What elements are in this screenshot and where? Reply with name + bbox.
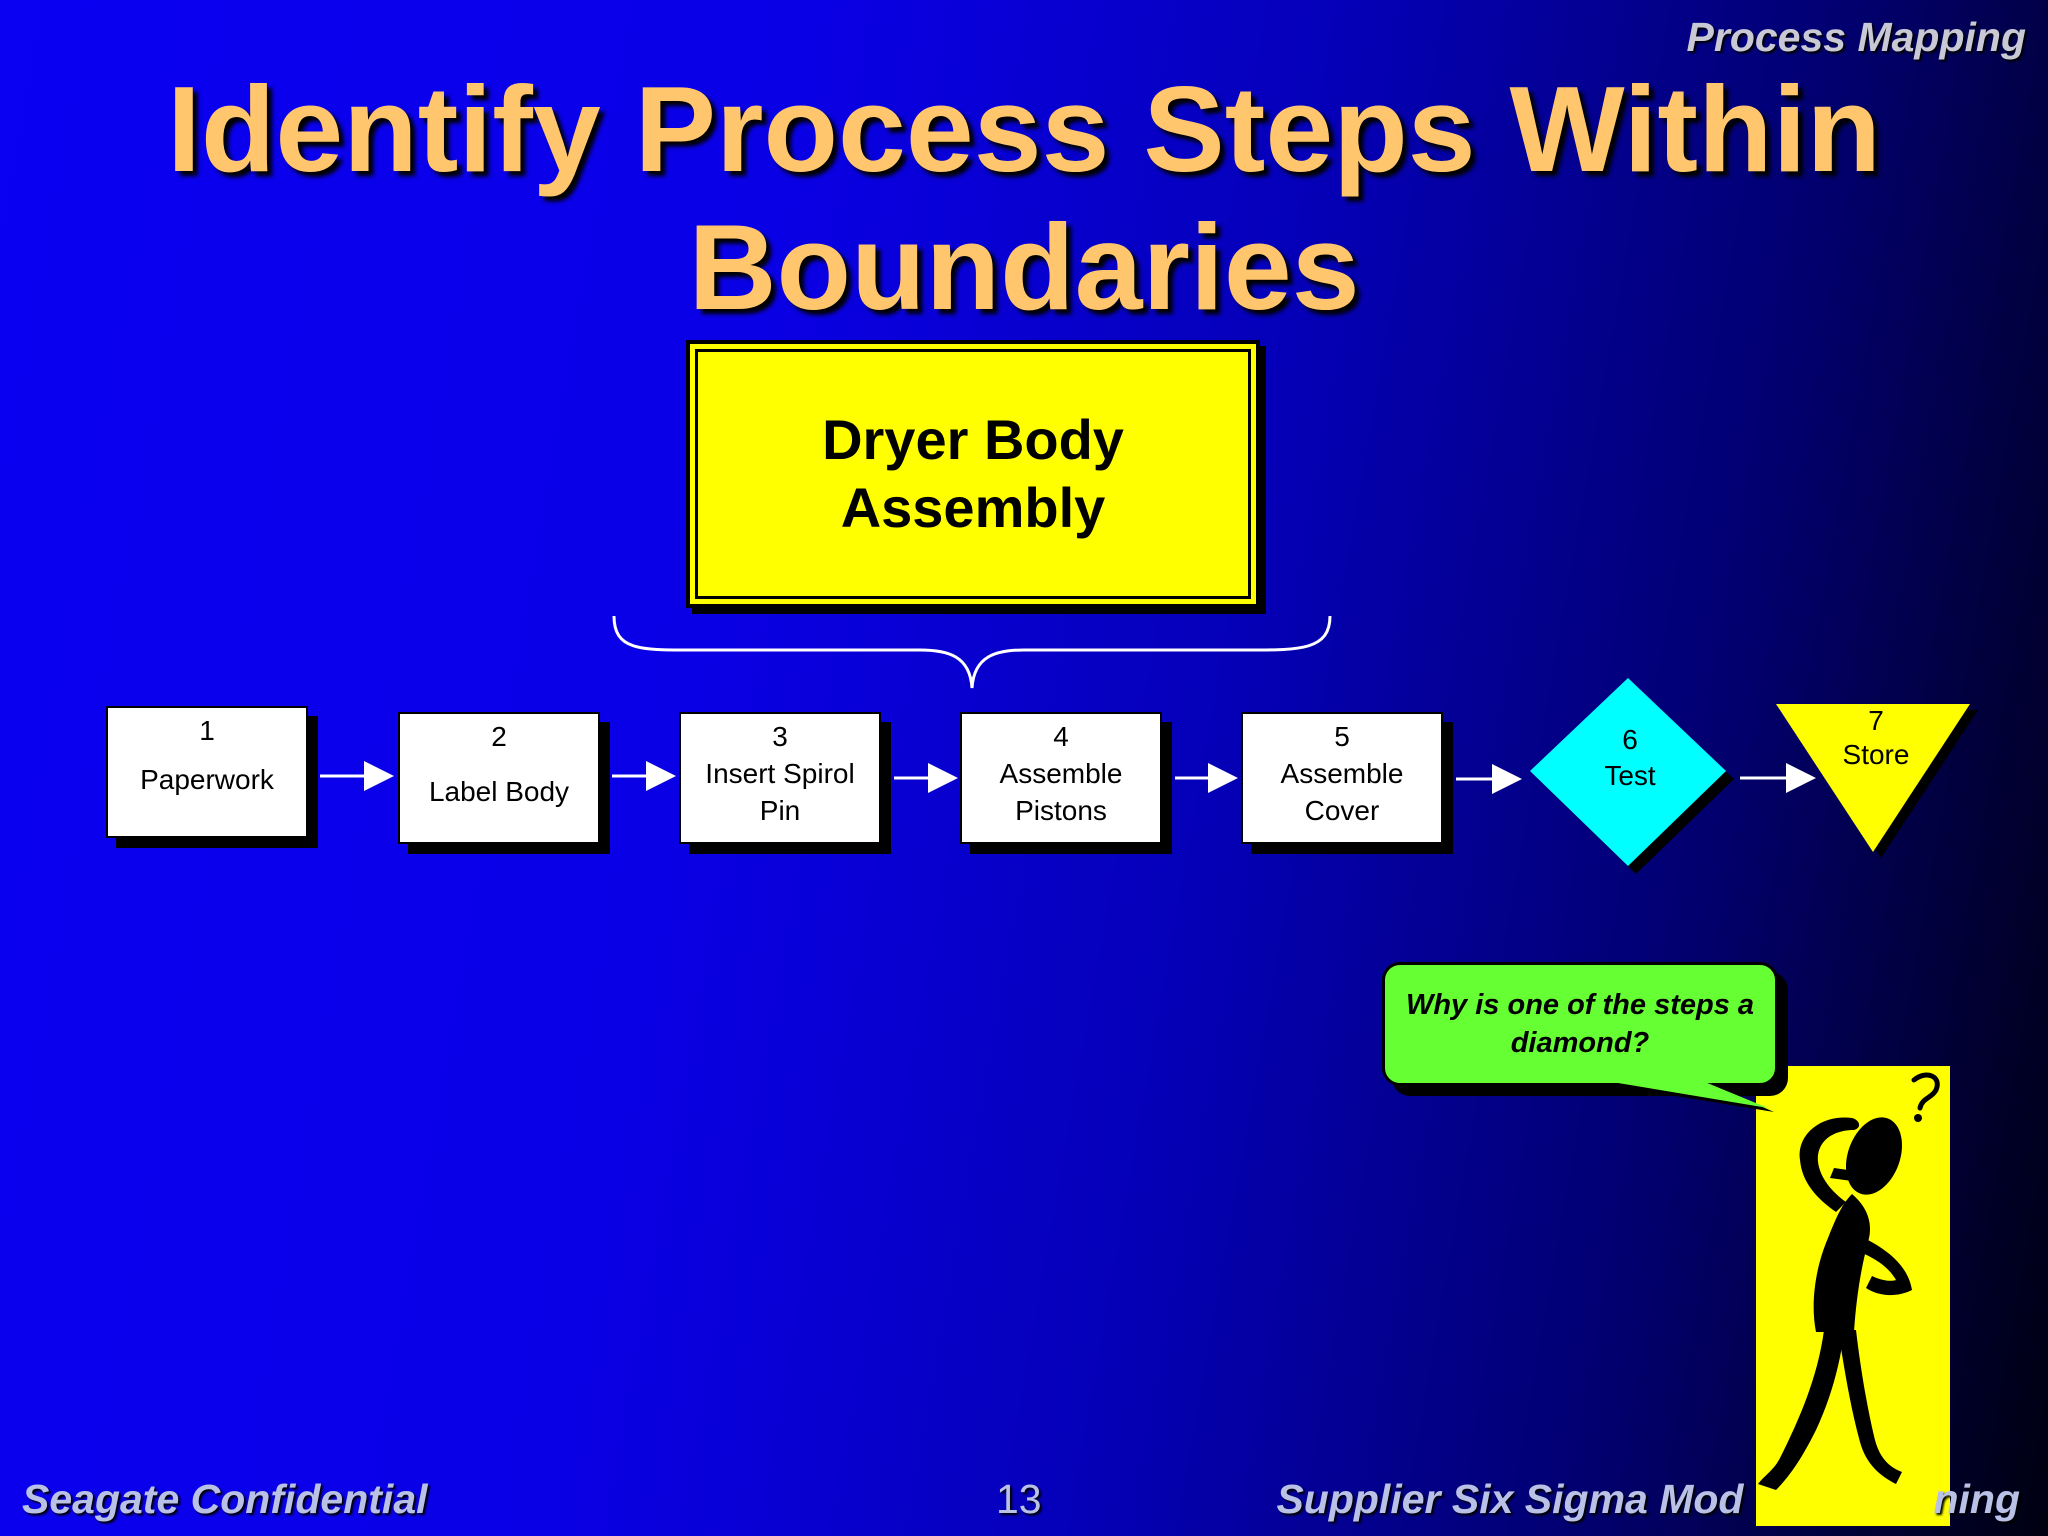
- process-step-2: 2 Label Body: [398, 712, 600, 844]
- step-label: Assemble Cover: [1280, 758, 1404, 826]
- footer-course-title-end: ning: [1933, 1476, 2020, 1522]
- process-step-3: 3 Insert Spirol Pin: [679, 712, 881, 844]
- decision-diamond-text: 6 Test: [1580, 722, 1680, 794]
- section-title: Process Mapping: [1686, 14, 2026, 60]
- step-label: Store: [1842, 739, 1910, 770]
- step-label: Insert Spirol Pin: [705, 758, 855, 826]
- footer-confidential: Seagate Confidential: [22, 1476, 428, 1522]
- boundary-brace: [612, 615, 1332, 689]
- step-number: 4: [1053, 721, 1069, 752]
- step-label: Label Body: [428, 776, 570, 807]
- boundary-label: Dryer Body Assembly: [822, 408, 1124, 539]
- step-number: 6: [1622, 724, 1638, 755]
- step-number: 7: [1868, 705, 1884, 736]
- step-number: 5: [1334, 721, 1350, 752]
- storage-triangle: [1776, 704, 1978, 858]
- process-step-4: 4 Assemble Pistons: [960, 712, 1162, 844]
- callout-pointer: [1600, 1080, 1774, 1112]
- page-number: 13: [996, 1476, 1042, 1522]
- step-number: 1: [199, 715, 215, 746]
- step-number: 2: [491, 721, 507, 752]
- step-number: 3: [772, 721, 788, 752]
- process-step-1: 1 Paperwork: [106, 706, 308, 838]
- step-label: Test: [1604, 760, 1656, 791]
- confused-person-icon: [1756, 1066, 1950, 1526]
- footer-course-title-start: Supplier Six Sigma Mod: [1276, 1476, 1744, 1522]
- slide-title: Identify Process Steps Within Boundaries: [0, 60, 2048, 336]
- slide-title-line1: Identify Process Steps Within: [166, 61, 1882, 197]
- decision-diamond: [1530, 678, 1734, 874]
- footer-course-title: Supplier Six Sigma Mod ning: [1276, 1476, 2020, 1523]
- storage-triangle-text: 7 Store: [1826, 704, 1926, 772]
- step-label: Assemble Pistons: [999, 758, 1123, 826]
- process-step-5: 5 Assemble Cover: [1241, 712, 1443, 844]
- boundary-box: Dryer Body Assembly: [686, 340, 1260, 608]
- slide-title-line2: Boundaries: [688, 199, 1360, 335]
- step-label: Paperwork: [140, 764, 274, 795]
- question-callout: Why is one of the steps a diamond?: [1382, 962, 1778, 1086]
